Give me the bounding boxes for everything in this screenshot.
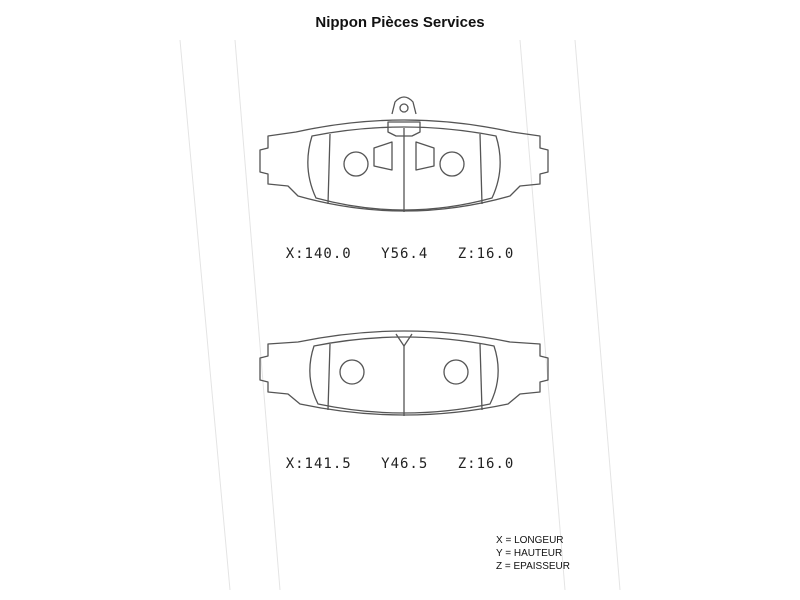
legend-z: Z = EPAISSEUR [496, 561, 571, 572]
pad-1-height: Y56.4 [381, 246, 429, 262]
brake-pad-1 [259, 96, 549, 212]
legend-x: X = LONGEUR [496, 535, 564, 546]
legend-y: Y = HAUTEUR [496, 548, 563, 559]
pad-1-dimensions: X:140.0 Y56.4 Z:16.0 [0, 246, 800, 262]
pad-2-thickness: Z:16.0 [457, 456, 515, 472]
pad-2-dimensions: X:141.5 Y46.5 Z:16.0 [0, 456, 800, 472]
page-title: Nippon Pièces Services [315, 14, 485, 31]
brake-pad-2 [259, 330, 549, 416]
pad-1-thickness: Z:16.0 [457, 246, 515, 262]
pad-2-length: X:141.5 [285, 456, 352, 472]
pad-2-height: Y46.5 [381, 456, 429, 472]
dimension-legend: X = LONGEUR Y = HAUTEUR Z = EPAISSEUR [496, 534, 570, 573]
pad-1-length: X:140.0 [285, 246, 352, 262]
